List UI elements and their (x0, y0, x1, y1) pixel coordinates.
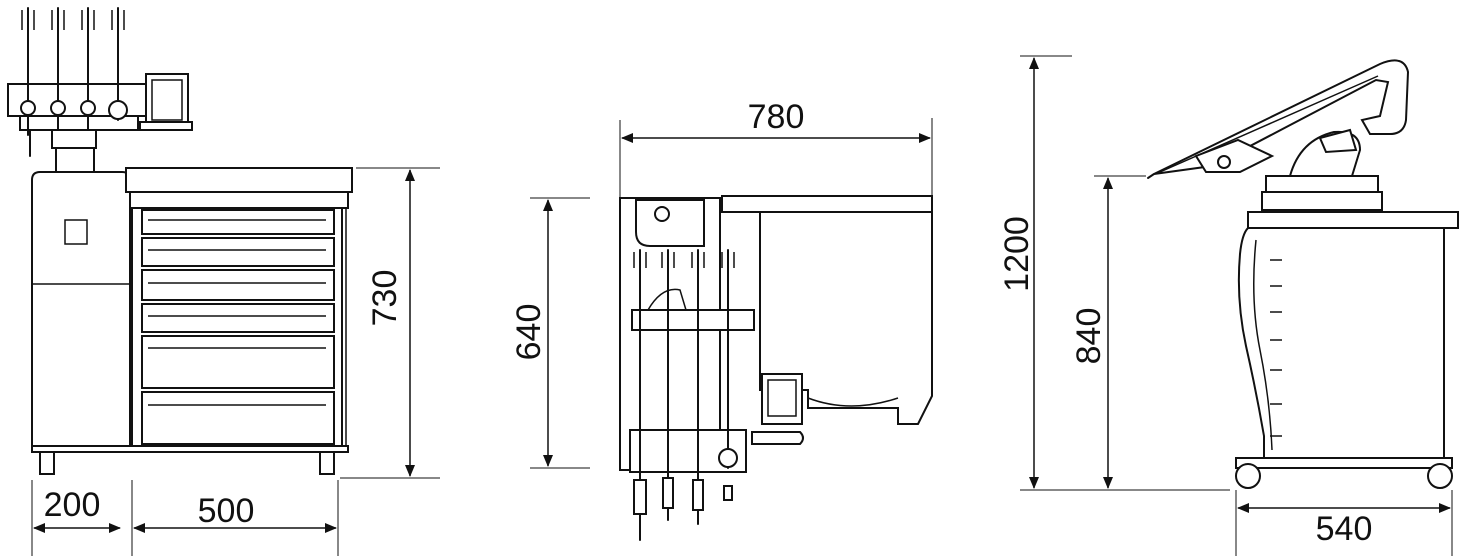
instrument-3 (80, 7, 96, 136)
front-view: 730 200 500 (7, 7, 440, 556)
left-cabinet (31, 171, 131, 447)
dimension-840: 840 (1070, 175, 1146, 489)
top-view: 780 640 (510, 98, 933, 541)
drawer-cabinet (125, 167, 353, 447)
tray-table (721, 195, 933, 425)
depth-label-540: 540 (1316, 510, 1373, 548)
height-label-730: 730 (366, 270, 404, 327)
drawer-6 (141, 391, 335, 445)
dimension-500: 500 (133, 480, 339, 556)
drawer-2 (141, 237, 335, 267)
drawer-4 (141, 303, 335, 333)
drawer-1 (141, 209, 335, 235)
instrument-console (619, 197, 804, 473)
dimension-540: 540 (1235, 490, 1453, 556)
side-cabinet (1237, 211, 1459, 459)
drawer-3 (141, 269, 335, 301)
instrument-4 (108, 7, 128, 121)
support-column (51, 129, 97, 177)
instrument-holder (7, 7, 193, 157)
handpiece-2 (661, 249, 675, 521)
height-label-1200: 1200 (998, 216, 1036, 292)
base (31, 445, 349, 475)
instrument-arm (1147, 59, 1410, 179)
handpiece-1 (633, 249, 647, 541)
dimension-730: 730 (340, 167, 440, 479)
side-view: 1200 840 540 (998, 55, 1459, 556)
width-label-780: 780 (748, 98, 805, 136)
dimension-640: 640 (510, 197, 590, 469)
dimension-780: 780 (619, 98, 933, 200)
handpiece-3 (691, 249, 705, 525)
instrument-1 (20, 7, 36, 136)
width-label-200: 200 (44, 486, 101, 524)
handpiece-4 (718, 249, 738, 501)
width-label-500: 500 (198, 492, 255, 530)
height-label-840: 840 (1070, 308, 1108, 365)
drawer-5 (141, 335, 335, 389)
height-label-640: 640 (510, 304, 548, 361)
dimension-1200: 1200 (998, 55, 1230, 491)
side-base (1235, 457, 1453, 489)
dimension-200: 200 (31, 480, 133, 556)
instrument-2 (50, 7, 66, 136)
